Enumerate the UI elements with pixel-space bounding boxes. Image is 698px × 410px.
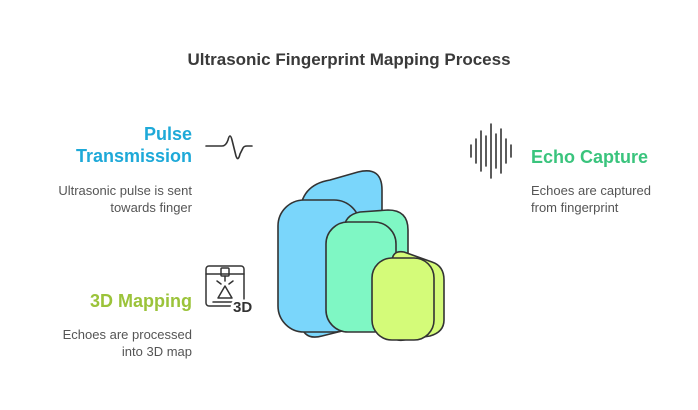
pulse-desc-line2: towards finger	[110, 200, 192, 215]
3d-mapping-heading: 3D Mapping	[90, 291, 192, 311]
sound-wave-icon	[470, 123, 512, 179]
pulse-heading-line2: Transmission	[75, 146, 192, 166]
page-title: Ultrasonic Fingerprint Mapping Process	[187, 50, 511, 69]
pulse-transmission-heading: Pulse Transmission	[20, 123, 192, 167]
layered-squares-graphic	[277, 170, 445, 342]
pulse-transmission-description: Ultrasonic pulse is sent towards finger	[10, 182, 192, 216]
pulse-desc-line1: Ultrasonic pulse is sent	[58, 183, 192, 198]
3d-icon-text: 3D	[233, 299, 252, 316]
echo-desc-line2: from fingerprint	[531, 200, 619, 215]
pulse-wave-icon	[205, 135, 253, 160]
echo-capture-heading: Echo Capture	[531, 147, 649, 167]
echo-capture-description: Echoes are captured from fingerprint	[531, 182, 691, 216]
mapping-desc-line1: Echoes are processed	[62, 327, 192, 342]
mapping-desc-line2: into 3D map	[121, 344, 192, 359]
layer-3-face	[371, 257, 435, 341]
3d-printer-icon	[205, 265, 245, 307]
3d-mapping-description: Echoes are processed into 3D map	[10, 326, 192, 360]
pulse-heading-line1: Pulse	[143, 124, 192, 144]
echo-desc-line1: Echoes are captured	[531, 183, 651, 198]
3d-icon-text-halo: 3D	[233, 299, 252, 316]
